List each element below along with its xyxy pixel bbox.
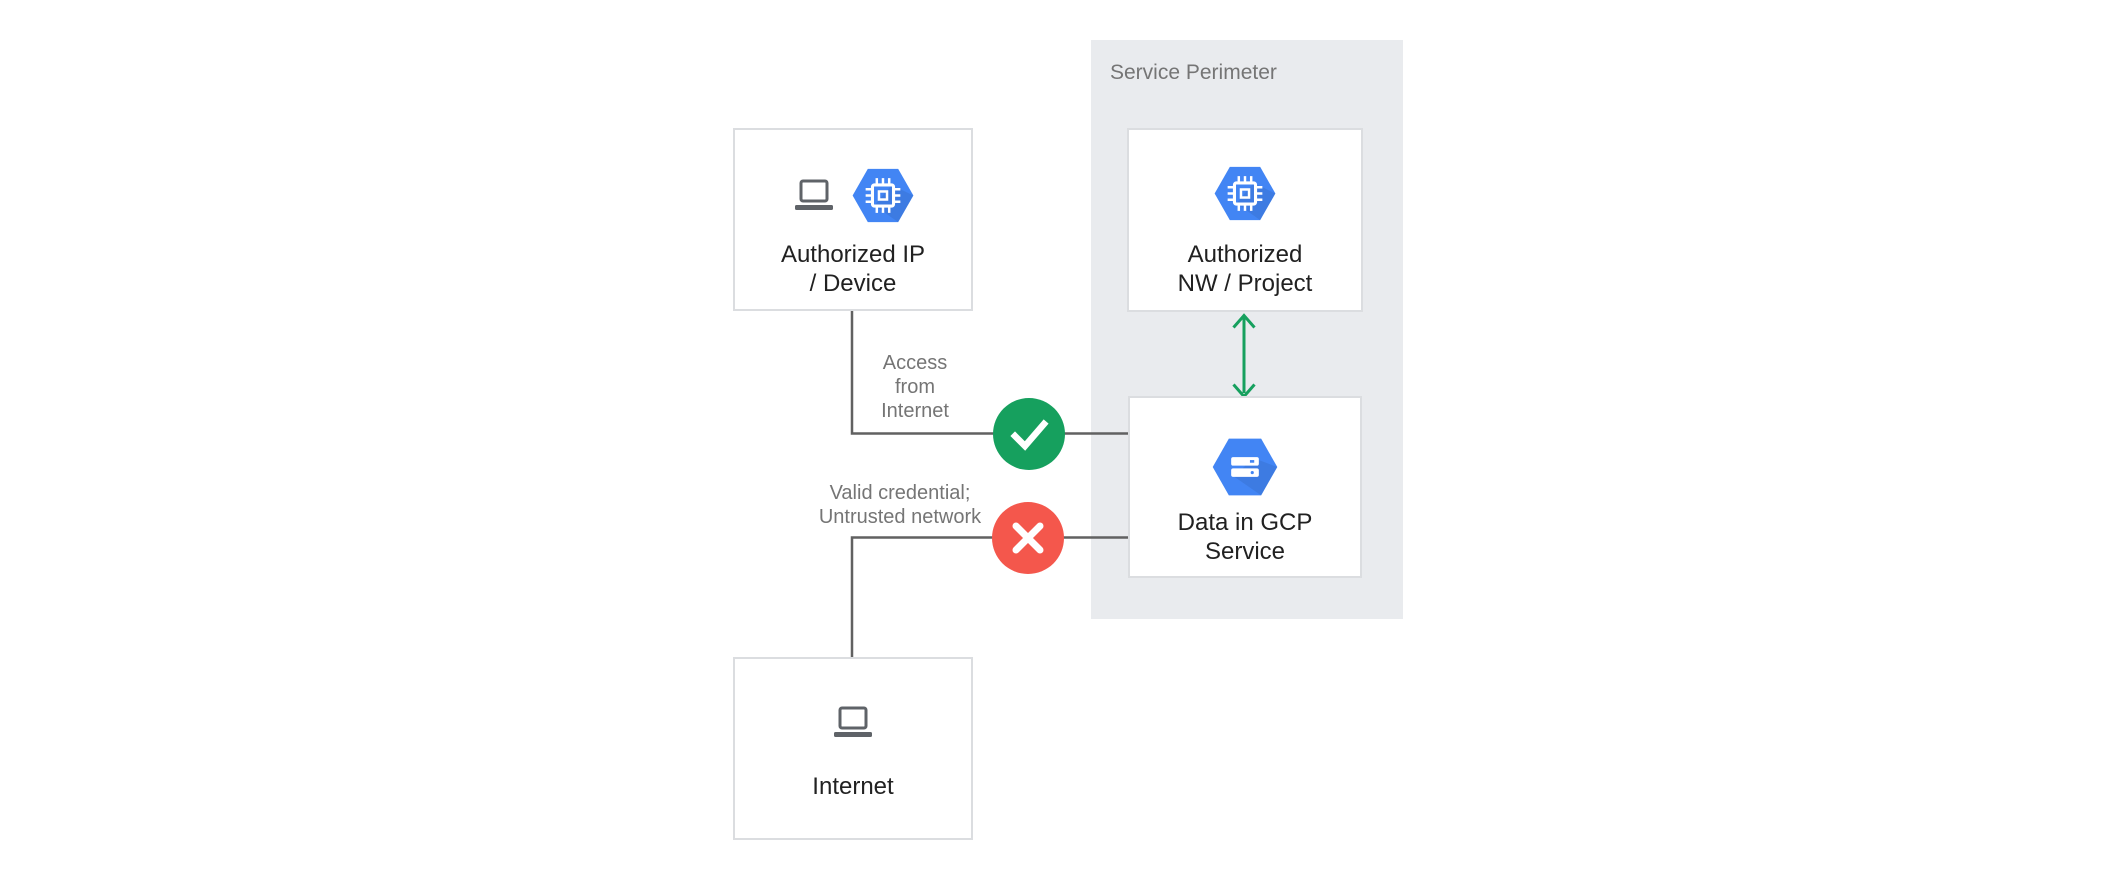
allowed-badge bbox=[993, 398, 1065, 470]
laptop-icon bbox=[795, 179, 833, 210]
node-label-line: Authorized bbox=[1187, 241, 1303, 268]
edge-label-line: Internet bbox=[881, 400, 949, 422]
edge-label-line: from bbox=[895, 376, 935, 398]
check-icon bbox=[1010, 419, 1049, 451]
node-icon-row bbox=[735, 705, 971, 741]
node-internet: Internet bbox=[733, 657, 973, 840]
node-icon-row bbox=[735, 168, 971, 223]
node-authorized-ip-device: Authorized IP / Device bbox=[733, 128, 973, 311]
node-label-line: Internet bbox=[812, 773, 894, 800]
compute-engine-hexagon-icon bbox=[852, 168, 914, 223]
edge-label-line: Access bbox=[882, 352, 948, 374]
node-icon-row bbox=[1130, 438, 1360, 496]
node-label-line: / Device bbox=[809, 270, 897, 297]
node-label: Authorized IP / Device bbox=[735, 240, 971, 298]
service-perimeter-label: Service Perimeter bbox=[1110, 61, 1277, 84]
node-label-line: Authorized IP bbox=[780, 241, 926, 268]
edge-label-line: Valid credential; bbox=[829, 482, 971, 504]
edge-label-line: Untrusted network bbox=[818, 506, 982, 528]
node-icon-row bbox=[1129, 166, 1361, 221]
node-data-in-gcp-service: Data in GCP Service bbox=[1128, 396, 1362, 578]
node-label-line: Service bbox=[1204, 538, 1286, 565]
cross-icon bbox=[1012, 522, 1044, 554]
node-label: Data in GCP Service bbox=[1130, 508, 1360, 566]
storage-hexagon-icon bbox=[1212, 438, 1278, 496]
compute-engine-hexagon-icon bbox=[1214, 166, 1276, 221]
laptop-icon bbox=[834, 706, 872, 737]
connector-untrusted-network bbox=[850, 536, 1128, 657]
access-from-internet-label: Access from Internet bbox=[815, 351, 1015, 423]
node-authorized-nw-project: Authorized NW / Project bbox=[1127, 128, 1363, 312]
node-label: Internet bbox=[735, 772, 971, 801]
denied-badge bbox=[992, 502, 1064, 574]
node-label-line: Data in GCP bbox=[1177, 509, 1313, 536]
untrusted-network-label: Valid credential; Untrusted network bbox=[760, 481, 1040, 529]
node-label-line: NW / Project bbox=[1177, 270, 1313, 297]
node-label: Authorized NW / Project bbox=[1129, 240, 1361, 298]
